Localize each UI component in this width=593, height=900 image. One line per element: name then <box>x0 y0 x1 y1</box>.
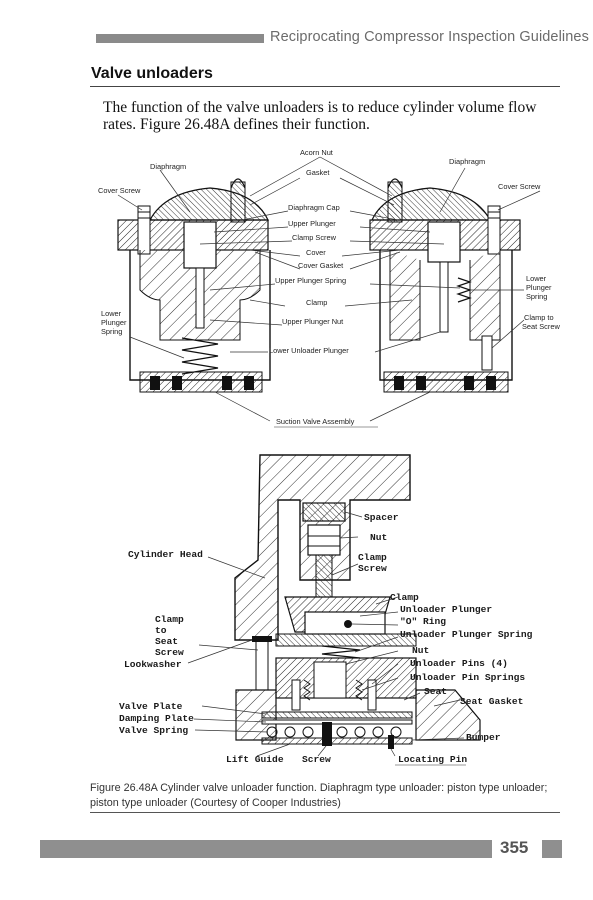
label-lower-plunger-spring-right-3: Spring <box>526 292 547 301</box>
label-acorn-nut: Acorn Nut <box>300 148 333 157</box>
label-lower-plunger-spring-left-3: Spring <box>101 327 122 336</box>
label-diaphragm-cap: Diaphragm Cap <box>288 203 340 212</box>
label-spacer: Spacer <box>364 512 399 523</box>
label-clamp-screw-1: Clamp <box>358 552 387 563</box>
running-header-title: Reciprocating Compressor Inspection Guid… <box>270 29 589 45</box>
label-upper-plunger: Upper Plunger <box>288 219 336 228</box>
label-clamp-to-seat-screw-1: Clamp <box>155 614 184 625</box>
label-gasket: Gasket <box>306 168 329 177</box>
label-seat-gasket: Seat Gasket <box>460 696 523 707</box>
label-cylinder-head: Cylinder Head <box>128 549 203 560</box>
label-upper-plunger-nut: Upper Plunger Nut <box>282 317 343 326</box>
label-lower-plunger-spring-right-2: Plunger <box>526 283 552 292</box>
label-nut-top: Nut <box>370 532 387 543</box>
label-o-ring: "O" Ring <box>400 616 446 627</box>
label-valve-plate: Valve Plate <box>119 701 183 712</box>
label-clamp: Clamp <box>306 298 327 307</box>
label-clamp-to-seat-screw-4: Screw <box>155 647 184 658</box>
label-bumper: Bumper <box>466 732 501 743</box>
label-nut: Nut <box>412 645 429 656</box>
label-clamp-to-seat-1: Clamp to <box>524 313 554 322</box>
label-cover-screw-right: Cover Screw <box>498 182 541 191</box>
bottom-leader-lines <box>187 511 465 757</box>
left-unloader-assembly <box>117 178 271 393</box>
label-cover: Cover <box>306 248 326 257</box>
label-clamp-screw-2: Screw <box>358 563 387 574</box>
label-clamp-to-seat-screw-3: Seat <box>155 636 178 647</box>
right-unloader-assembly <box>369 178 521 393</box>
diaphragm-unloader-drawing: Acorn Nut Diaphragm Diaphragm Gasket Cov… <box>98 148 560 428</box>
figure-26-48a: Acorn Nut Diaphragm Diaphragm Gasket Cov… <box>98 148 560 766</box>
piston-unloader-drawing: Spacer Nut Clamp Screw Cylinder Head Cla… <box>119 454 533 766</box>
label-lower-plunger-spring-left-2: Plunger <box>101 318 127 327</box>
label-screw: Screw <box>302 754 331 765</box>
footer-bar <box>40 840 492 858</box>
label-lookwasher: Lookwasher <box>124 659 182 670</box>
label-unloader-pin-springs: Unloader Pin Springs <box>410 672 525 683</box>
label-suction-valve-assembly: Suction Valve Assembly <box>276 417 355 426</box>
caption-rule <box>90 812 560 813</box>
label-clamp: Clamp <box>390 592 419 603</box>
label-unloader-plunger-spring: Unloader Plunger Spring <box>400 629 533 640</box>
label-diaphragm-left: Diaphragm <box>150 162 186 171</box>
label-seat: Seat <box>424 686 447 697</box>
label-lower-plunger-spring-right-1: Lower <box>526 274 547 283</box>
label-cover-gasket: Cover Gasket <box>298 261 343 270</box>
label-upper-plunger-spring: Upper Plunger Spring <box>275 276 346 285</box>
label-clamp-to-seat-screw-2: to <box>155 625 167 636</box>
label-locating-pin: Locating Pin <box>398 754 467 765</box>
label-lift-guide: Lift Guide <box>226 754 284 765</box>
page-number: 355 <box>500 838 529 857</box>
label-cover-screw-left: Cover Screw <box>98 186 141 195</box>
label-clamp-to-seat-2: Seat Screw <box>522 322 560 331</box>
title-rule <box>90 86 560 87</box>
label-lower-unloader-plunger: Lower Unloader Plunger <box>269 346 349 355</box>
section-title: Valve unloaders <box>91 65 213 82</box>
body-paragraph: The function of the valve unloaders is t… <box>103 99 537 133</box>
figure-caption: Figure 26.48A Cylinder valve unloader fu… <box>90 782 548 809</box>
label-unloader-pins: Unloader Pins (4) <box>410 658 508 669</box>
label-lower-plunger-spring-left-1: Lower <box>101 309 122 318</box>
label-damping-plate: Damping Plate <box>119 713 194 724</box>
label-diaphragm-right: Diaphragm <box>449 157 485 166</box>
top-leader-lines <box>117 156 541 422</box>
footer-block <box>542 840 562 858</box>
label-unloader-plunger: Unloader Plunger <box>400 604 492 615</box>
header-bar <box>96 34 264 43</box>
label-valve-spring: Valve Spring <box>119 725 188 736</box>
label-clamp-screw: Clamp Screw <box>292 233 337 242</box>
